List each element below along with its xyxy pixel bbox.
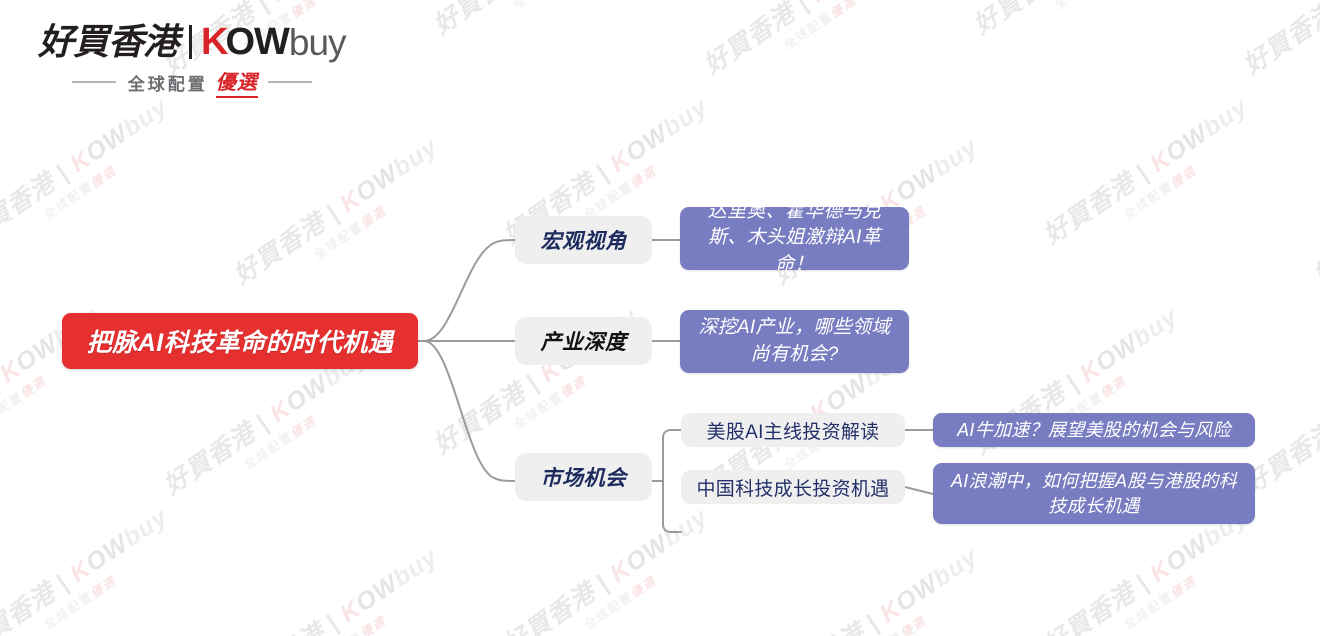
sub-node-us-stocks[interactable]: 美股AI主线投资解读: [681, 413, 905, 447]
root-node[interactable]: 把脉AI科技革命的时代机遇: [62, 313, 418, 369]
detail-node-china-tech-label: AI浪潮中，如何把握A股与港股的科技成长机遇: [950, 470, 1238, 516]
logo-chinese-name: 好買香港: [38, 21, 179, 62]
sub-node-china-tech-label: 中国科技成长投资机遇: [696, 478, 890, 500]
tagline-main-text: 全球配置: [127, 74, 208, 94]
logo-divider: [189, 25, 193, 59]
detail-node-us-stocks-label: AI牛加速？展望美股的机会与风险: [957, 419, 1231, 440]
branch-node-industry-label: 产业深度: [540, 331, 627, 354]
detail-node-macro-label: 达里奥、霍华德马克斯、木头姐激辩AI革命！: [707, 201, 882, 275]
branch-node-market[interactable]: 市场机会: [515, 453, 652, 501]
detail-node-us-stocks[interactable]: AI牛加速？展望美股的机会与风险: [933, 413, 1255, 447]
branch-node-market-label: 市场机会: [540, 467, 627, 490]
tagline-rule-right: [267, 81, 312, 83]
connector-root-to-branch-0: [417, 239, 516, 342]
branch-node-industry[interactable]: 产业深度: [515, 317, 652, 365]
logo-buy-text: buy: [288, 21, 347, 63]
logo-h-mark: K: [201, 21, 229, 63]
detail-node-macro[interactable]: 达里奥、霍华德马克斯、木头姐激辩AI革命！: [680, 201, 909, 275]
logo-tagline: 全球配置 優選: [38, 71, 346, 98]
root-node-label: 把脉AI科技革命的时代机遇: [86, 329, 394, 357]
tagline-rule-left: [71, 81, 116, 83]
connector-sub-1-to-detail: [904, 486, 934, 495]
branch-node-macro[interactable]: 宏观视角: [515, 216, 652, 264]
tagline-accent-text: 優選: [215, 66, 258, 98]
logo-ow-text: OW: [225, 21, 289, 63]
branch-node-macro-label: 宏观视角: [540, 230, 627, 253]
detail-node-industry-label: 深挖AI产业，哪些领域尚有机会?: [698, 317, 891, 365]
logo-wordmark: 好買香港 K OW buy: [38, 20, 347, 64]
sub-node-us-stocks-label: 美股AI主线投资解读: [706, 421, 880, 443]
connector-branch-2-bracket: [662, 429, 682, 533]
brand-logo: 好買香港 K OW buy 全球配置 優選: [38, 20, 347, 98]
detail-node-industry[interactable]: 深挖AI产业，哪些领域尚有机会?: [680, 310, 909, 373]
detail-node-china-tech[interactable]: AI浪潮中，如何把握A股与港股的科技成长机遇: [933, 463, 1255, 524]
connector-root-to-branch-2: [417, 340, 516, 482]
sub-node-china-tech[interactable]: 中国科技成长投资机遇: [681, 470, 905, 504]
